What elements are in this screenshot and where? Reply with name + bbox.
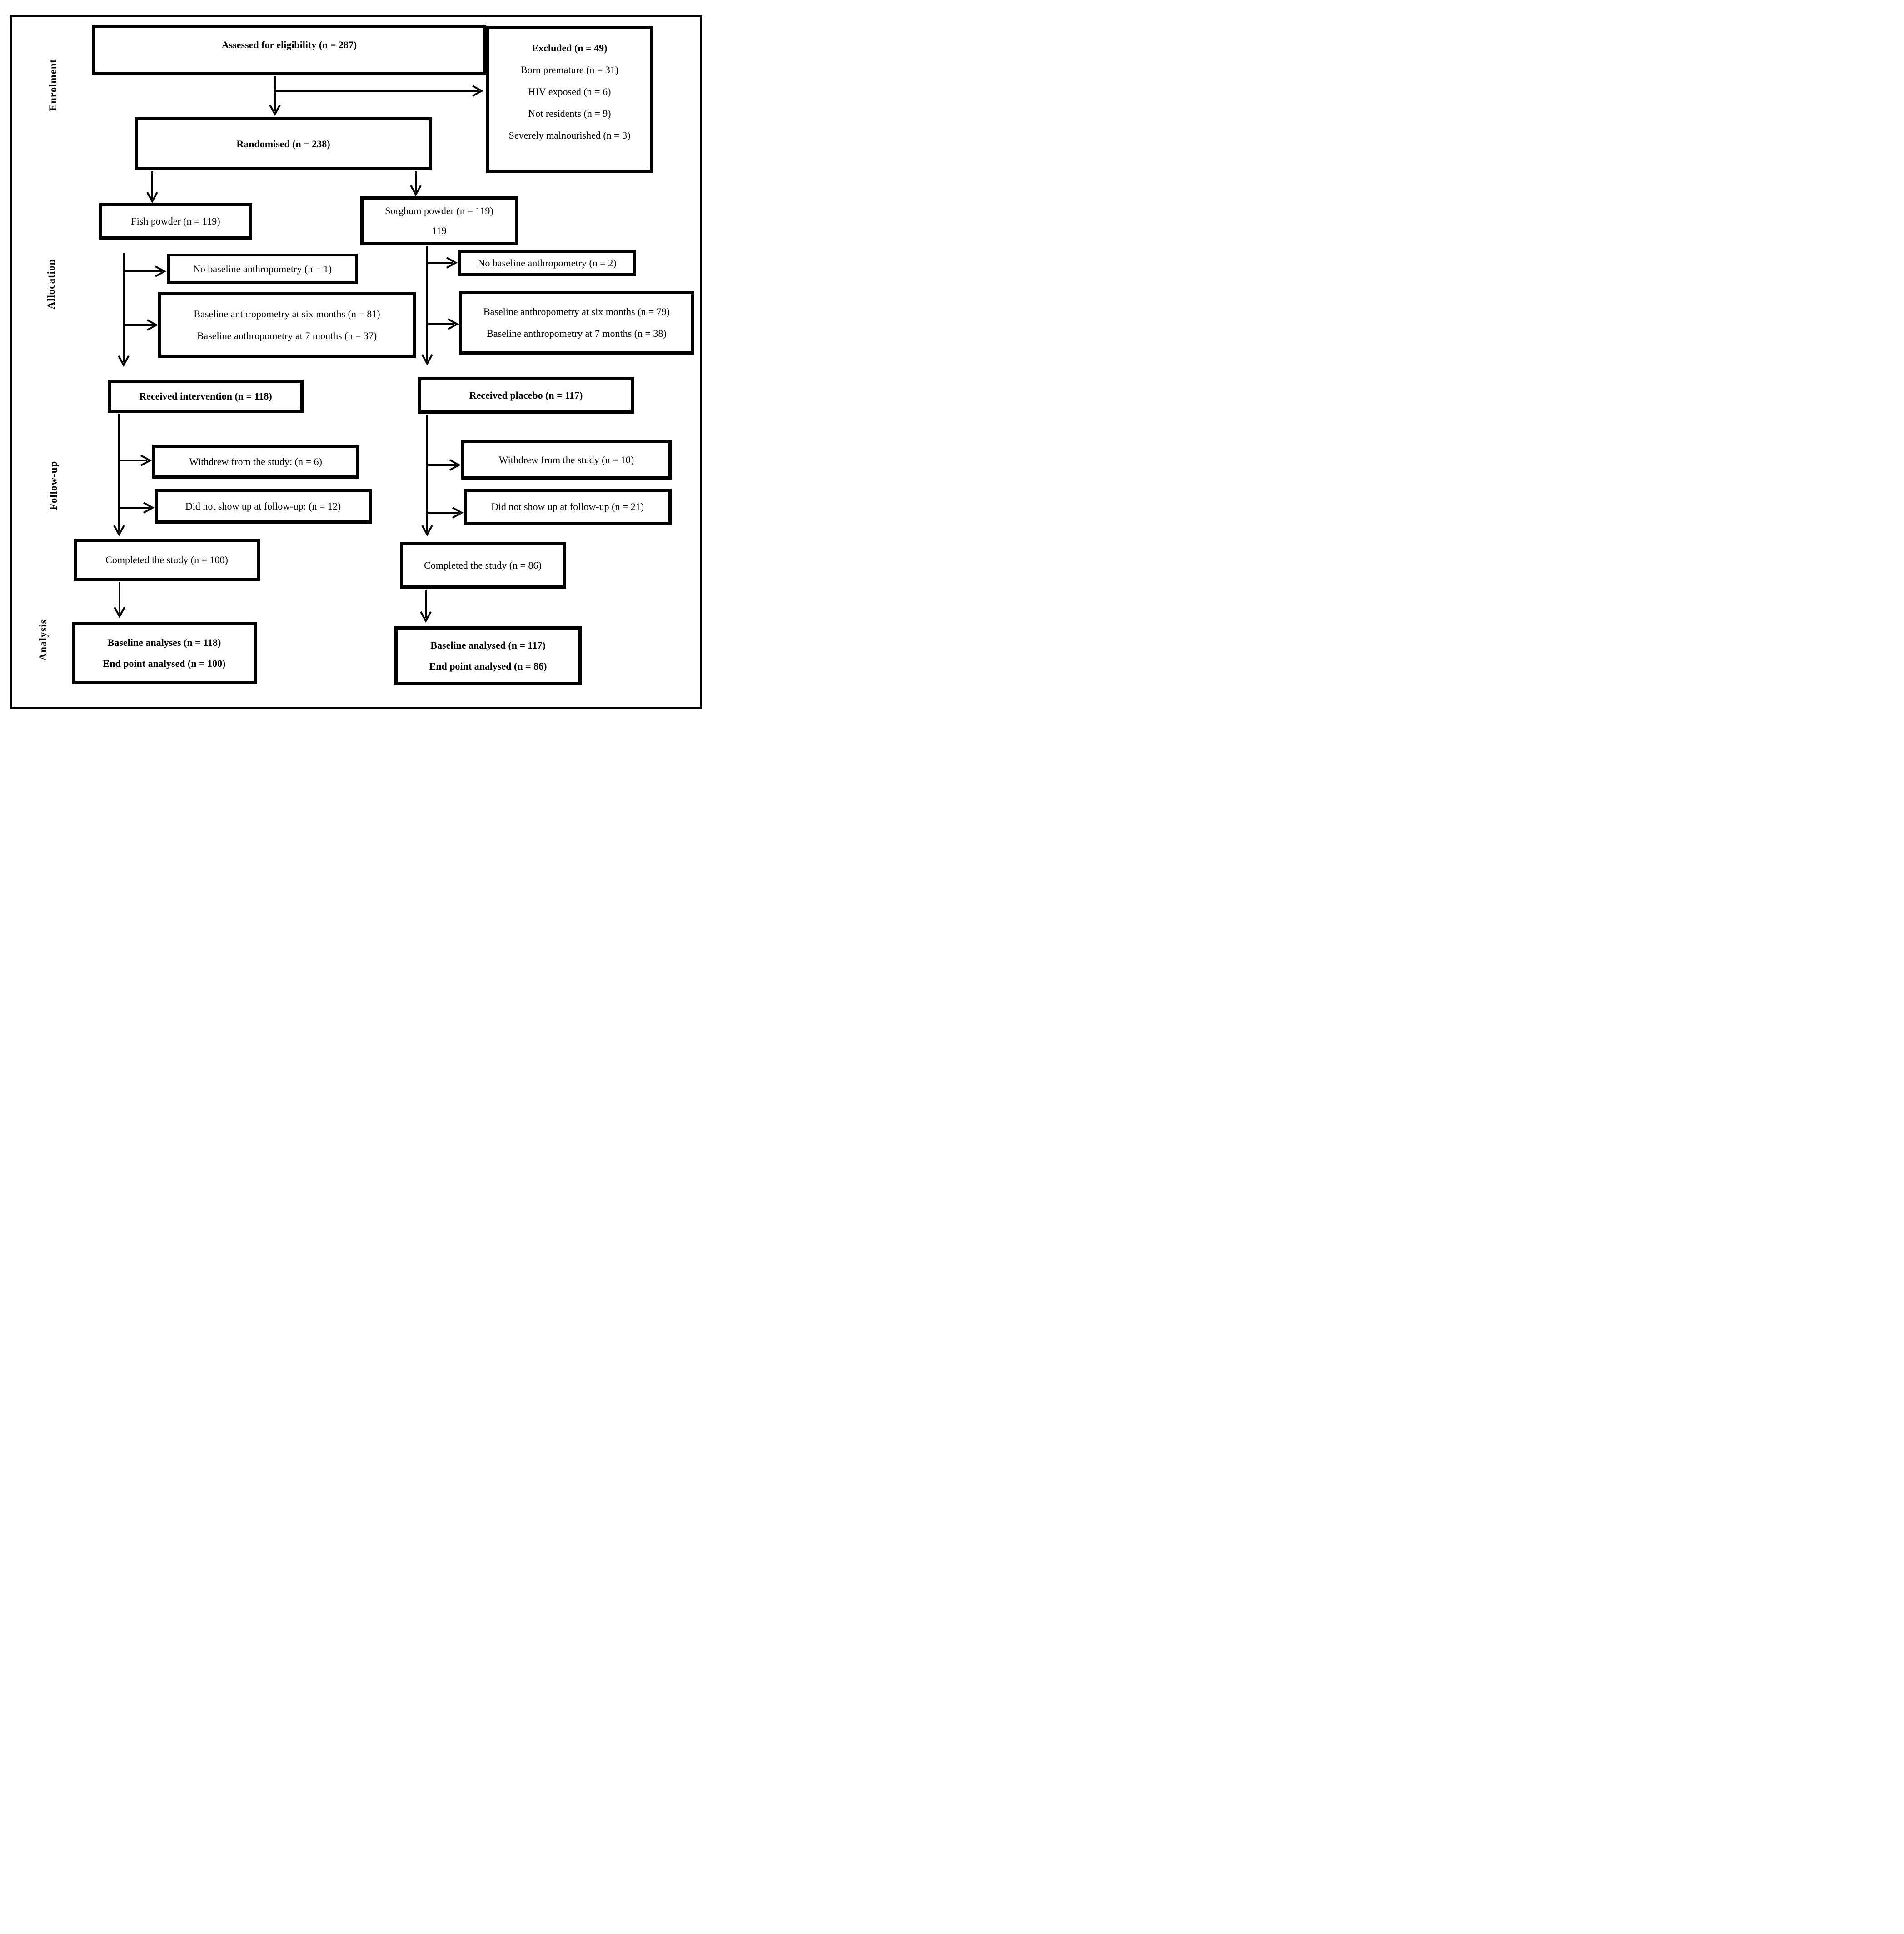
sorghum-powder-label: Sorghum powder (n = 119) <box>385 205 493 216</box>
fish-powder-box: Fish powder (n = 119) <box>99 203 252 240</box>
fish-no-baseline-box: No baseline anthropometry (n = 1) <box>167 254 358 284</box>
sorghum-completed-box: Completed the study (n = 86) <box>400 542 566 589</box>
sorghum-powder-box: Sorghum powder (n = 119) 119 <box>360 196 518 245</box>
assessed-eligibility-box: Assessed for eligibility (n = 287) <box>92 25 486 75</box>
received-intervention-box: Received intervention (n = 118) <box>108 380 304 413</box>
stage-label-enrolment: Enrolment <box>47 59 59 111</box>
sorghum-no-show-box: Did not show up at follow-up (n = 21) <box>464 489 672 525</box>
stage-label-followup: Follow-up <box>48 460 59 510</box>
excluded-item: Severely malnourished (n = 3) <box>508 130 631 141</box>
sorghum-baseline-box: Baseline anthropometry at six months (n … <box>459 291 694 355</box>
fish-baseline-box: Baseline anthropometry at six months (n … <box>158 292 416 358</box>
sorghum-powder-sublabel: 119 <box>432 225 447 236</box>
fish-baseline-six-months: Baseline anthropometry at six months (n … <box>194 308 380 320</box>
sorghum-baseline-six-months: Baseline anthropometry at six months (n … <box>483 306 670 317</box>
sorghum-endpoint-analysed: End point analysed (n = 86) <box>429 660 547 672</box>
fish-baseline-analyses: Baseline analyses (n = 118) <box>107 636 221 648</box>
fish-no-show-box: Did not show up at follow-up: (n = 12) <box>155 489 372 524</box>
excluded-title: Excluded (n = 49) <box>532 42 608 54</box>
sorghum-no-baseline-box: No baseline anthropometry (n = 2) <box>458 250 636 276</box>
consort-flow-diagram: Enrolment Allocation Follow-up Analysis … <box>0 0 713 724</box>
fish-baseline-seven-months: Baseline anthropometry at 7 months (n = … <box>197 330 377 341</box>
randomised-box: Randomised (n = 238) <box>135 117 432 170</box>
sorghum-withdrew-box: Withdrew from the study (n = 10) <box>461 440 672 480</box>
fish-analysis-box: Baseline analyses (n = 118) End point an… <box>72 622 257 684</box>
received-placebo-box: Received placebo (n = 117) <box>418 377 634 414</box>
stage-label-analysis: Analysis <box>37 619 49 661</box>
excluded-box: Excluded (n = 49) Born premature (n = 31… <box>486 26 653 173</box>
stage-label-allocation: Allocation <box>45 259 57 310</box>
sorghum-baseline-analysed: Baseline analysed (n = 117) <box>430 640 546 651</box>
sorghum-baseline-seven-months: Baseline anthropometry at 7 months (n = … <box>487 328 667 339</box>
fish-completed-box: Completed the study (n = 100) <box>74 539 260 581</box>
fish-withdrew-box: Withdrew from the study: (n = 6) <box>152 445 359 479</box>
excluded-item: Born premature (n = 31) <box>520 64 619 75</box>
sorghum-analysis-box: Baseline analysed (n = 117) End point an… <box>394 626 582 685</box>
excluded-item: Not residents (n = 9) <box>528 108 611 119</box>
excluded-item: HIV exposed (n = 6) <box>528 86 611 97</box>
fish-endpoint-analysed: End point analysed (n = 100) <box>103 657 226 669</box>
